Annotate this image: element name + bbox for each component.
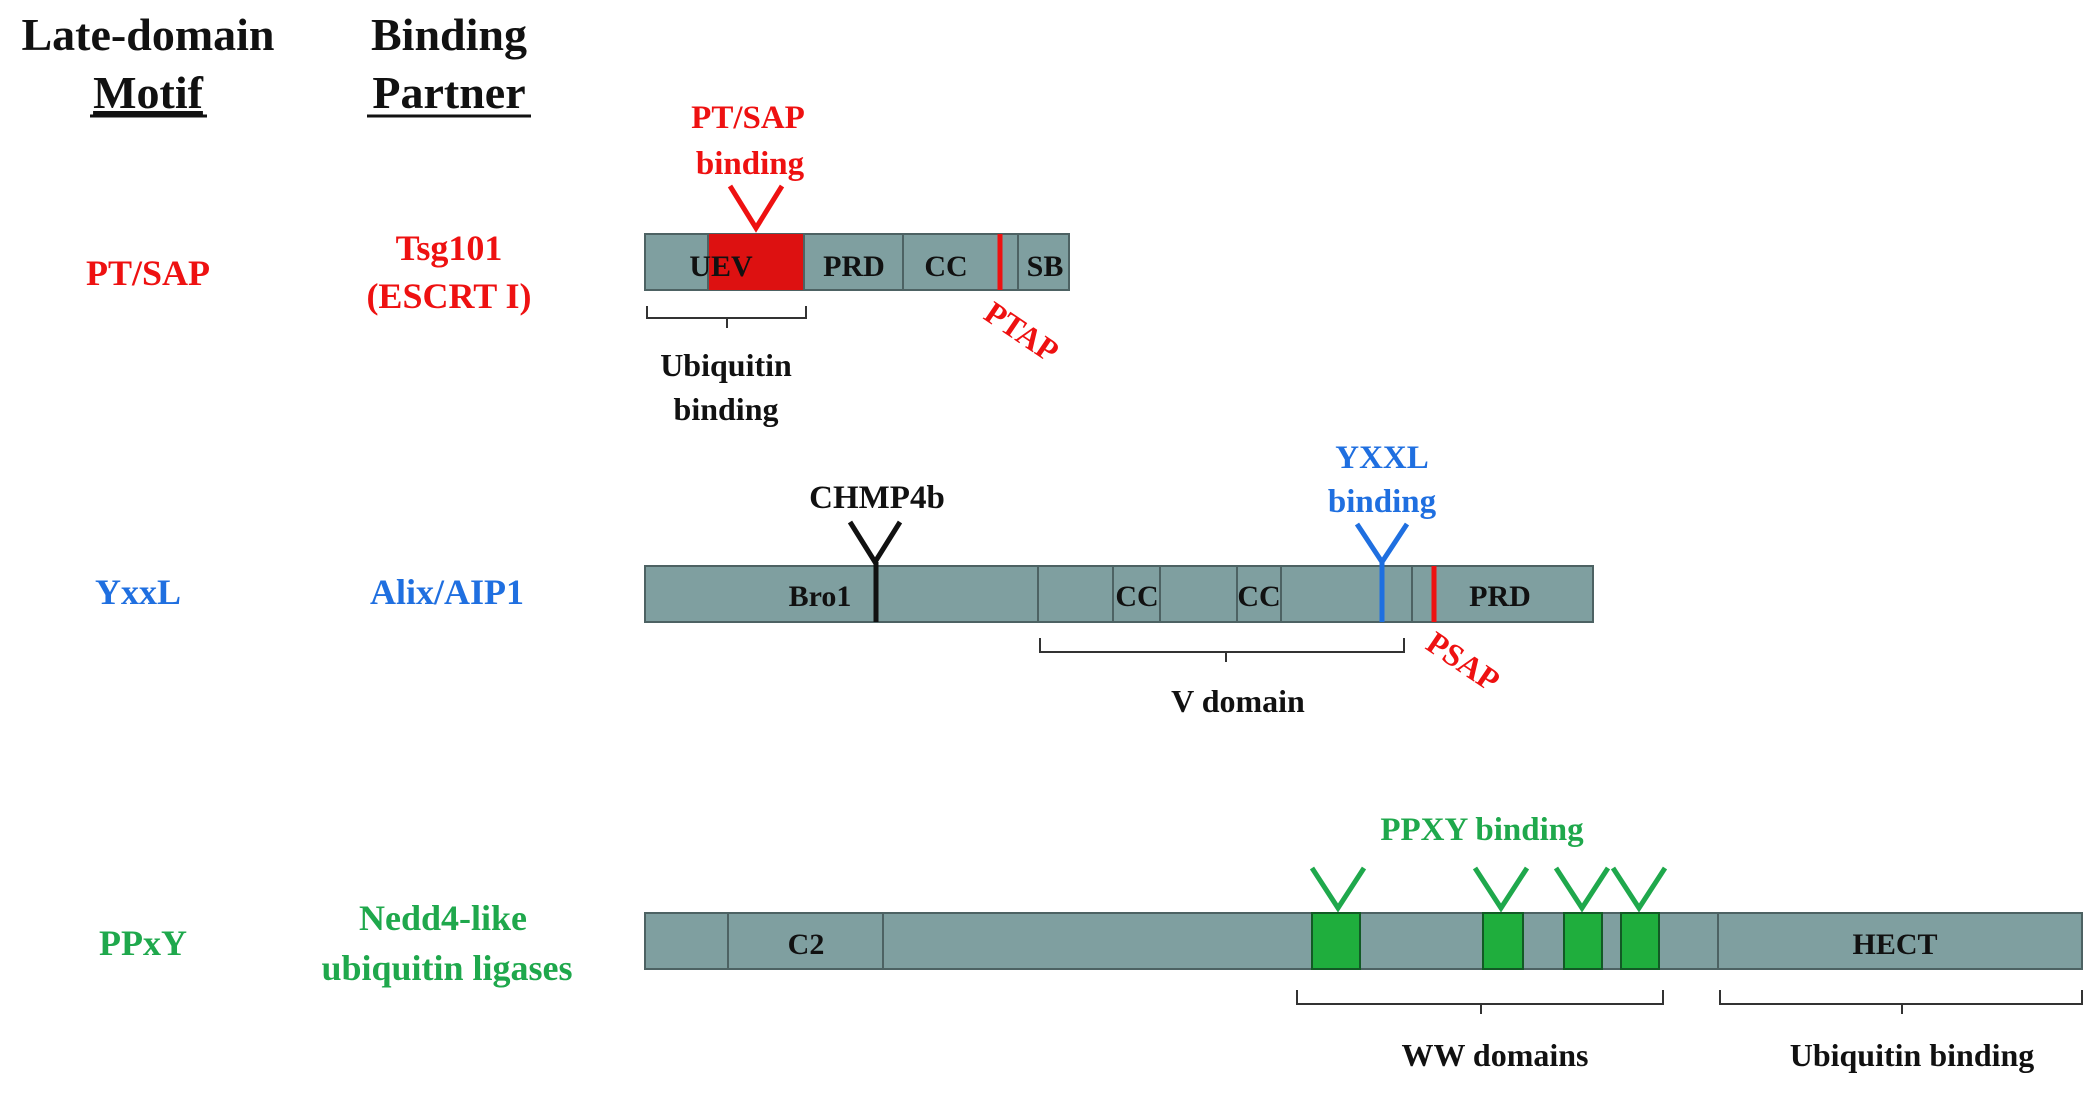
row1-binding-arrow xyxy=(727,184,785,233)
row1-site-label: PTAP xyxy=(978,294,1065,369)
cc1-domain-label: CC xyxy=(1115,580,1158,613)
uev-domain-label: UEV xyxy=(689,250,753,283)
ub-binding-brace xyxy=(1719,990,2083,1014)
chmp4b-arrow xyxy=(847,520,903,567)
ww2-binding-arrow xyxy=(1472,866,1530,913)
row3-binding-label: PPXY binding xyxy=(1380,812,1584,848)
row3-region-label-ub: Ubiquitin binding xyxy=(1790,1037,2035,1073)
row1-region-brace xyxy=(646,306,807,328)
row1-motif: PT/SAP xyxy=(86,253,210,293)
ww-domains-brace xyxy=(1296,990,1664,1014)
row1-region-label-line1: Ubiquitin xyxy=(660,347,792,383)
header-motif-line2: Motif xyxy=(93,67,204,118)
cc-domain-label: CC xyxy=(924,250,967,283)
ww-domain-2 xyxy=(1482,912,1524,970)
ww-domain-3 xyxy=(1563,912,1603,970)
nedd4-protein: C2 HECT xyxy=(644,912,2083,970)
ww3-binding-arrow xyxy=(1553,866,1611,913)
hect-domain-label: HECT xyxy=(1852,928,1937,961)
yxxl-binding-arrow xyxy=(1354,522,1410,567)
row2-region-label: V domain xyxy=(1171,683,1305,719)
prd2-domain-label: PRD xyxy=(1469,580,1531,613)
header-partner-line1: Binding xyxy=(371,9,527,60)
alix-protein: Bro1 CC CC PRD xyxy=(644,562,1594,623)
row2-site-label: PSAP xyxy=(1420,624,1506,699)
ww1-binding-arrow xyxy=(1309,866,1367,913)
row2-partner: Alix/AIP1 xyxy=(370,572,524,612)
prd-domain-label: PRD xyxy=(823,250,885,283)
nedd4-bar xyxy=(644,912,2083,970)
row3-motif: PPxY xyxy=(99,923,187,963)
row2-motif: YxxL xyxy=(95,572,181,612)
header-partner-line2: Partner xyxy=(372,67,525,118)
row3-partner-line2: ubiquitin ligases xyxy=(321,948,572,988)
sb-domain-label: SB xyxy=(1027,250,1064,283)
row3-region-label-ww: WW domains xyxy=(1401,1037,1588,1073)
header-motif-line1: Late-domain xyxy=(22,9,275,60)
bro1-domain-label: Bro1 xyxy=(789,580,852,613)
row1-binding-label-line1: PT/SAP xyxy=(691,100,805,136)
row2-binding-label-line1: YXXL xyxy=(1335,440,1429,476)
ww4-binding-arrow xyxy=(1610,866,1668,913)
cc2-domain-label: CC xyxy=(1237,580,1280,613)
row3-partner-line1: Nedd4-like xyxy=(359,898,527,938)
ww-domain-4 xyxy=(1620,912,1660,970)
ww-domain-1 xyxy=(1311,912,1361,970)
uev-domain xyxy=(708,234,804,290)
row2-binding-label-line2: binding xyxy=(1328,484,1437,520)
v-domain-brace xyxy=(1039,638,1405,662)
c2-domain-label: C2 xyxy=(788,928,825,961)
row1-binding-label-line2: binding xyxy=(696,146,805,182)
tsg101-protein: UEV PRD CC SB xyxy=(644,233,1070,291)
row1-region-label-line2: binding xyxy=(674,391,779,427)
chmp4b-label: CHMP4b xyxy=(809,480,945,516)
row1-partner-line2: (ESCRT I) xyxy=(366,276,531,316)
c2-domain xyxy=(727,912,884,970)
row1-partner-line1: Tsg101 xyxy=(396,228,503,268)
